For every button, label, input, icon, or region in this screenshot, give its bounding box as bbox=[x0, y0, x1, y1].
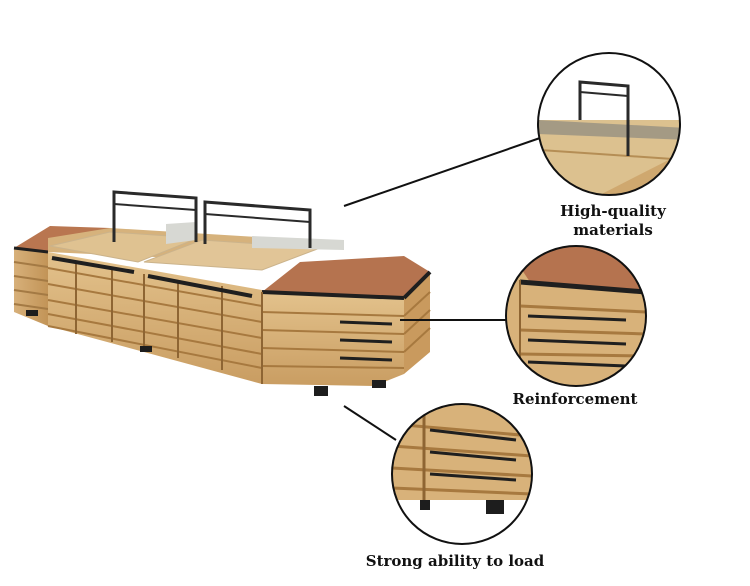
metal-frames bbox=[112, 190, 312, 248]
callout-label-high-quality: High-quality materials bbox=[560, 202, 666, 239]
callout-label-strong-load: Strong ability to load bbox=[365, 552, 545, 570]
right-end-cap bbox=[261, 256, 432, 386]
angled-trays bbox=[49, 222, 344, 271]
display-stand bbox=[13, 190, 432, 396]
callout-materials-zoom bbox=[537, 52, 681, 196]
callout-load-zoom bbox=[391, 403, 533, 545]
leader-lines bbox=[343, 137, 541, 441]
callout-reinforcement-zoom bbox=[505, 245, 647, 387]
callout-label-reinforcement: Reinforcement bbox=[512, 390, 638, 408]
feet bbox=[26, 310, 386, 396]
